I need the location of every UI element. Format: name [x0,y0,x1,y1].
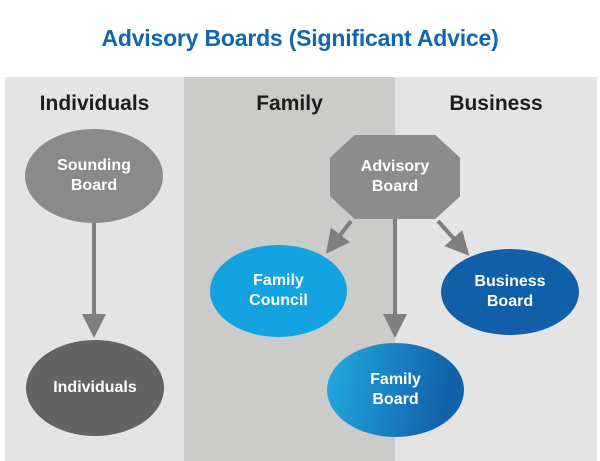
node-advisory-board-label: Advisory Board [360,157,430,195]
node-family-board: Family Board [327,343,464,437]
node-individuals: Individuals [26,340,164,436]
node-business-board: Business Board [441,249,579,335]
node-advisory-board: Advisory Board [330,135,460,219]
node-family-board-label: Family Board [370,370,421,408]
node-sounding-board-label: Sounding Board [57,156,131,194]
column-family-label: Family [256,92,323,115]
column-individuals-label: Individuals [39,92,150,115]
node-business-board-label: Business Board [474,272,546,310]
node-sounding-board: Sounding Board [25,129,163,223]
node-family-council: Family Council [210,245,347,337]
column-business-label: Business [449,92,543,115]
node-individuals-label: Individuals [53,378,137,396]
node-family-council-label: Family Council [249,271,308,309]
diagram-title: Advisory Boards (Significant Advice) [101,25,499,51]
